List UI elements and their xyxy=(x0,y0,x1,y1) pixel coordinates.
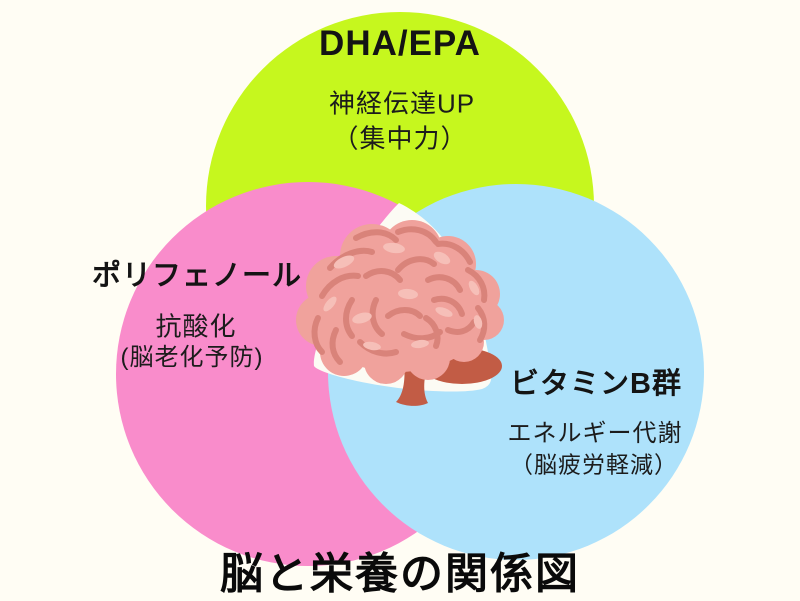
circle-detail-vitamin-b: （脳疲労軽減） xyxy=(510,451,678,478)
brain-body xyxy=(296,220,504,384)
brain-folds xyxy=(311,226,488,365)
circle-detail-polyphenol: (脳老化予防) xyxy=(120,343,264,371)
diagram-title: 脳と栄養の関係図 xyxy=(220,550,580,599)
circle-detail-dha-epa: （集中力） xyxy=(332,123,468,154)
circle-label-polyphenol: ポリフェノール xyxy=(91,260,303,293)
circle-benefit-vitamin-b: エネルギー代謝 xyxy=(507,419,683,447)
circle-label-vitamin-b: ビタミンB群 xyxy=(510,368,682,401)
circle-label-dha-epa: DHA/EPA xyxy=(319,23,481,63)
brain-illustration xyxy=(296,220,504,406)
circle-benefit-dha-epa: 神経伝達UP xyxy=(328,88,476,119)
circle-benefit-polyphenol: 抗酸化 xyxy=(155,311,237,342)
brain-highlights xyxy=(323,242,483,351)
